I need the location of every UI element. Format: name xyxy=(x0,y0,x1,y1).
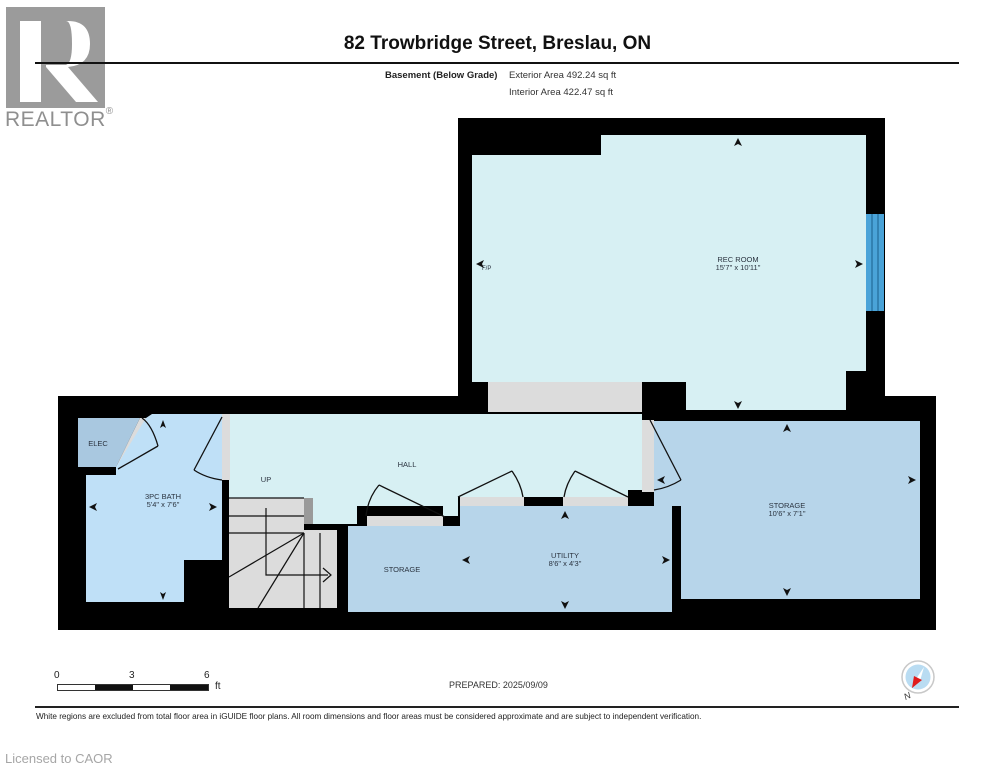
hall-label: HALL xyxy=(398,460,417,469)
arrow-left-icon xyxy=(462,556,470,564)
level-name: Basement (Below Grade) xyxy=(385,70,498,81)
scale-label-0: 0 xyxy=(54,670,60,681)
stairs-up-label: UP xyxy=(261,475,271,484)
page-title: 82 Trowbridge Street, Breslau, ON xyxy=(343,33,652,54)
scale-label-3: 3 xyxy=(129,670,135,681)
storage-large-name: STORAGE xyxy=(769,501,806,510)
utility-name: UTILITY xyxy=(551,551,579,560)
room-3pc-bath: 3PC BATH 5'4" x 7'6" xyxy=(86,414,222,608)
scale-bar xyxy=(57,684,209,691)
elec-label: ELEC xyxy=(88,439,108,448)
realtor-wordmark: REALTOR® xyxy=(5,106,114,132)
window-icon xyxy=(866,214,884,311)
licensed-to: Licensed to CAOR xyxy=(5,751,113,766)
scale-segment xyxy=(95,685,133,690)
arrow-right-icon xyxy=(662,556,670,564)
realtor-logo xyxy=(6,7,105,108)
realtor-text: REALTOR xyxy=(5,108,106,131)
utility-dims: 8'6" x 4'3" xyxy=(549,559,582,568)
arrow-down-icon xyxy=(734,401,742,409)
arrow-right-icon xyxy=(908,476,916,484)
arrow-left-icon xyxy=(476,260,484,268)
footer-divider xyxy=(35,706,959,708)
registered-mark: ® xyxy=(105,106,114,117)
storage-large-dims: 10'6" x 7'1" xyxy=(769,509,806,518)
opening-excluded xyxy=(488,382,642,412)
scale-label-6: 6 xyxy=(204,670,210,681)
doors xyxy=(117,416,682,518)
exterior-area: Exterior Area 492.24 sq ft xyxy=(509,70,617,81)
disclaimer: White regions are excluded from total fl… xyxy=(36,712,702,721)
scale-unit: ft xyxy=(215,681,221,692)
stair-arrow-icon xyxy=(322,567,332,583)
bath-name: 3PC BATH xyxy=(145,492,181,501)
arrow-left-icon xyxy=(89,503,97,511)
rec-room-dims: 15'7" x 10'11" xyxy=(716,263,761,272)
fireplace-label: F/P xyxy=(482,266,491,272)
arrow-up-icon xyxy=(783,424,791,432)
compass-icon xyxy=(901,660,935,694)
scale-segment xyxy=(170,685,208,690)
room-storage-small: STORAGE xyxy=(348,516,460,612)
bath-dims: 5'4" x 7'6" xyxy=(147,500,180,509)
room-hall: HALL UP xyxy=(222,414,654,524)
arrow-right-icon xyxy=(855,260,863,268)
arrow-down-icon xyxy=(561,601,569,609)
room-utility: UTILITY 8'6" x 4'3" xyxy=(460,497,672,612)
arrow-up-icon xyxy=(561,511,569,519)
interior-area: Interior Area 422.47 sq ft xyxy=(509,87,614,98)
arrow-up-icon xyxy=(734,138,742,146)
compass: N xyxy=(901,660,935,702)
arrow-left-icon xyxy=(657,476,665,484)
rec-room-name: REC ROOM xyxy=(717,255,758,264)
room-storage-large: STORAGE 10'6" x 7'1" xyxy=(654,421,920,599)
arrow-up-icon xyxy=(160,420,166,428)
realtor-r-icon xyxy=(20,21,98,102)
title-divider xyxy=(35,62,959,64)
stairs xyxy=(228,497,337,609)
arrow-down-icon xyxy=(783,588,791,596)
room-rec-room: REC ROOM 15'7" x 10'11" F/P xyxy=(472,135,884,412)
arrow-right-icon xyxy=(209,503,217,511)
storage-small-label: STORAGE xyxy=(384,565,421,574)
arrow-down-icon xyxy=(160,592,166,600)
prepared-date: PREPARED: 2025/09/09 xyxy=(449,680,548,690)
